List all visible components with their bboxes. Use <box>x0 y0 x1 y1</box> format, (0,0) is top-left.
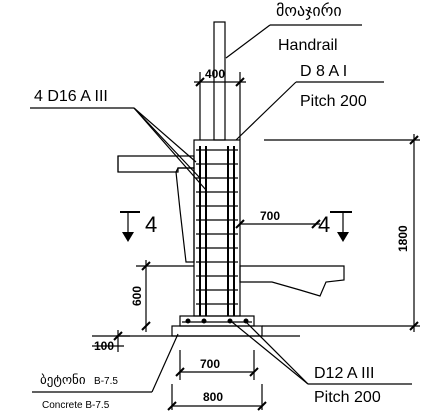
handrail-label-group: მოაჯირი Handrail <box>225 2 362 59</box>
dim-inner-gap-text: 700 <box>260 209 280 223</box>
column-body <box>193 139 241 317</box>
concrete-en-label: Concrete B-7.5 <box>42 400 110 411</box>
handrail-geo-label: მოაჯირი <box>276 2 342 20</box>
concrete-geo-label: ბეტონი B-7.5 <box>40 371 118 388</box>
dim-base-offset: 100 <box>92 330 130 353</box>
section-marker-left: 4 <box>120 211 157 242</box>
left-slab <box>117 155 195 263</box>
dim-height-total: 1800 <box>262 134 420 332</box>
dim-post-width: 400 <box>194 67 246 140</box>
dim-height-lower-text: 600 <box>130 286 144 306</box>
dim-post-width-text: 400 <box>205 67 225 81</box>
stirrup-label-group: D 8 A I Pitch 200 <box>235 63 384 141</box>
dim-base-inner-text: 700 <box>200 357 220 371</box>
bottom-pitch-label: Pitch 200 <box>314 389 381 406</box>
dim-base-outer-text: 800 <box>203 390 223 404</box>
rebar-main-label: 4 D16 A III <box>34 88 108 105</box>
bottom-rebar-label-group: D12 A III Pitch 200 <box>231 321 412 406</box>
section-right-label: 4 <box>318 212 330 237</box>
right-slab <box>239 265 345 297</box>
dim-height-lower: 600 <box>130 260 194 332</box>
rebar-main-label-group: 4 D16 A III <box>30 88 207 191</box>
concrete-label-group: ბეტონი B-7.5 Concrete B-7.5 <box>32 333 179 411</box>
dim-base-inner: 700 <box>175 350 259 380</box>
section-left-label: 4 <box>145 212 157 237</box>
handrail-post <box>213 21 226 141</box>
handrail-label: Handrail <box>278 37 338 54</box>
dim-base-offset-text: 100 <box>94 339 114 353</box>
bottom-bar-label: D12 A III <box>314 365 374 382</box>
foundation-base <box>116 315 300 337</box>
stirrup-pitch-label: Pitch 200 <box>300 93 367 110</box>
dim-base-outer: 800 <box>167 384 267 411</box>
dim-inner-gap: 700 <box>235 209 321 229</box>
section-marker-right: 4 <box>318 211 352 242</box>
stirrup-label: D 8 A I <box>300 63 347 80</box>
dim-height-total-text: 1800 <box>396 225 410 252</box>
